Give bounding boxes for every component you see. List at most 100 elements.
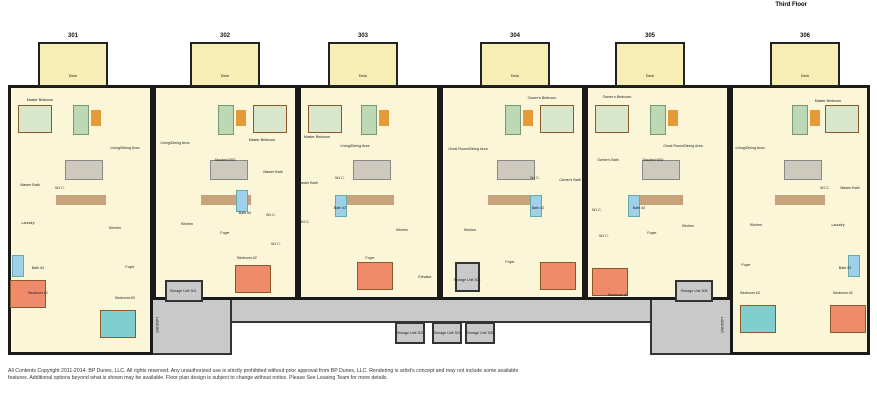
room-label: Stacked W/D — [642, 158, 664, 162]
deck-label: Deck — [800, 74, 810, 78]
bathtub — [12, 255, 24, 277]
room-label: Master Bath — [298, 181, 318, 185]
coffee-table — [379, 110, 389, 126]
coffee-table — [235, 110, 246, 126]
room-label: Bedroom #3 — [740, 291, 760, 295]
bed — [540, 262, 576, 290]
room-label: Bedroom #2 — [608, 293, 628, 297]
storage-label: Storage Unit 305 — [466, 331, 494, 335]
landing-label: LANDING — [155, 317, 159, 333]
room-label: Master Bath — [20, 183, 40, 187]
unit-number: 305 — [644, 33, 656, 39]
room-label: Owner's Bedroom — [527, 96, 557, 100]
bathtub — [628, 195, 640, 217]
storage-label: Storage Unit 303 — [433, 331, 461, 335]
kitchen-counter — [632, 195, 683, 205]
room-label: W.I.C. — [300, 220, 310, 224]
bathtub — [335, 195, 347, 217]
room-label: Master Bath — [263, 170, 283, 174]
room-label: Stacked W/D — [214, 158, 236, 162]
room-label: Great Room/Dining Area — [663, 144, 703, 148]
bed — [830, 305, 866, 333]
bed — [18, 105, 52, 133]
sofa — [792, 105, 808, 135]
demising-wall — [438, 85, 441, 260]
room-label: Kitchen — [464, 228, 476, 232]
room-label: Foyer — [220, 231, 230, 235]
room-label: Kitchen — [750, 223, 762, 227]
coffee-table — [810, 110, 820, 126]
kitchen-counter — [487, 195, 538, 205]
room-label: W.I.C. — [266, 213, 276, 217]
kitchen-counter — [775, 195, 825, 205]
room-label: Bath #2 — [632, 206, 646, 210]
sofa — [504, 105, 521, 135]
kitchen-counter — [200, 195, 251, 205]
dining-table — [784, 160, 822, 180]
storage-unit — [165, 280, 203, 302]
dining-table — [353, 160, 391, 180]
kitchen-counter — [344, 195, 394, 205]
room-label: Kitchen — [181, 222, 193, 226]
room-label: Bedroom #3 — [115, 296, 135, 300]
elevator-label: Elevator — [418, 275, 432, 279]
room-label: Living/Dining Area — [735, 146, 765, 150]
room-label: Master Bedroom — [26, 98, 54, 102]
room-label: Kitchen — [109, 226, 121, 230]
bed — [595, 105, 629, 133]
room-label: Owner's Bedroom — [602, 95, 632, 99]
storage-unit — [395, 322, 425, 344]
room-label: Bath #2 — [531, 206, 545, 210]
room-label: W.I.C. — [599, 234, 609, 238]
deck-label: Deck — [358, 74, 368, 78]
bed — [592, 268, 628, 296]
room-label: Bath #2 — [333, 206, 347, 210]
unit-number: 302 — [219, 33, 231, 39]
room-label: W.I.C. — [530, 176, 540, 180]
deck-label: Deck — [220, 74, 230, 78]
room-label: Master Bedroom — [303, 135, 331, 139]
room-label: Kitchen — [396, 228, 408, 232]
room-label: Laundry — [21, 221, 35, 225]
room-label: Master Bath — [840, 186, 860, 190]
room-label: Master Bedroom — [248, 138, 276, 142]
dining-table — [209, 160, 248, 180]
floor-title: Third Floor — [775, 2, 807, 8]
bed — [253, 105, 287, 133]
bathtub — [530, 195, 542, 217]
dining-table — [496, 160, 535, 180]
room-label: Foyer — [741, 263, 751, 267]
deck — [480, 42, 550, 87]
deck — [190, 42, 260, 87]
sofa — [217, 105, 234, 135]
room-label: W.I.C. — [271, 242, 281, 246]
room-label: W.I.C. — [335, 176, 345, 180]
room-label: W.I.C. — [55, 186, 65, 190]
room-label: Great Room/Dining Area — [448, 147, 488, 151]
kitchen-counter — [55, 195, 106, 205]
bathtub — [848, 255, 860, 277]
room-label: Master Bedroom — [814, 99, 842, 103]
bed — [235, 265, 271, 293]
room-label: Bedroom #2 — [28, 291, 48, 295]
deck — [38, 42, 108, 87]
room-label: Bath #2 — [31, 266, 45, 270]
room-label: Foyer — [505, 260, 515, 264]
sofa — [649, 105, 666, 135]
unit-number: 306 — [799, 33, 811, 39]
unit-number: 303 — [357, 33, 369, 39]
coffee-table — [522, 110, 533, 126]
deck — [615, 42, 685, 87]
unit-number: 304 — [509, 33, 521, 39]
copyright-notice: All Contents Copyright 2011-2014. BP Dun… — [8, 368, 519, 381]
bed — [825, 105, 859, 133]
sofa — [72, 105, 89, 135]
room-label: Kitchen — [682, 224, 694, 228]
room-label: Living/Dining Area — [160, 141, 190, 145]
storage-label: Storage Unit 304 — [453, 278, 481, 282]
storage-unit — [432, 322, 462, 344]
landing-label: LANDING — [720, 317, 724, 333]
room-label: Bath #2 — [238, 211, 252, 215]
room-label: W.I.C. — [592, 208, 602, 212]
